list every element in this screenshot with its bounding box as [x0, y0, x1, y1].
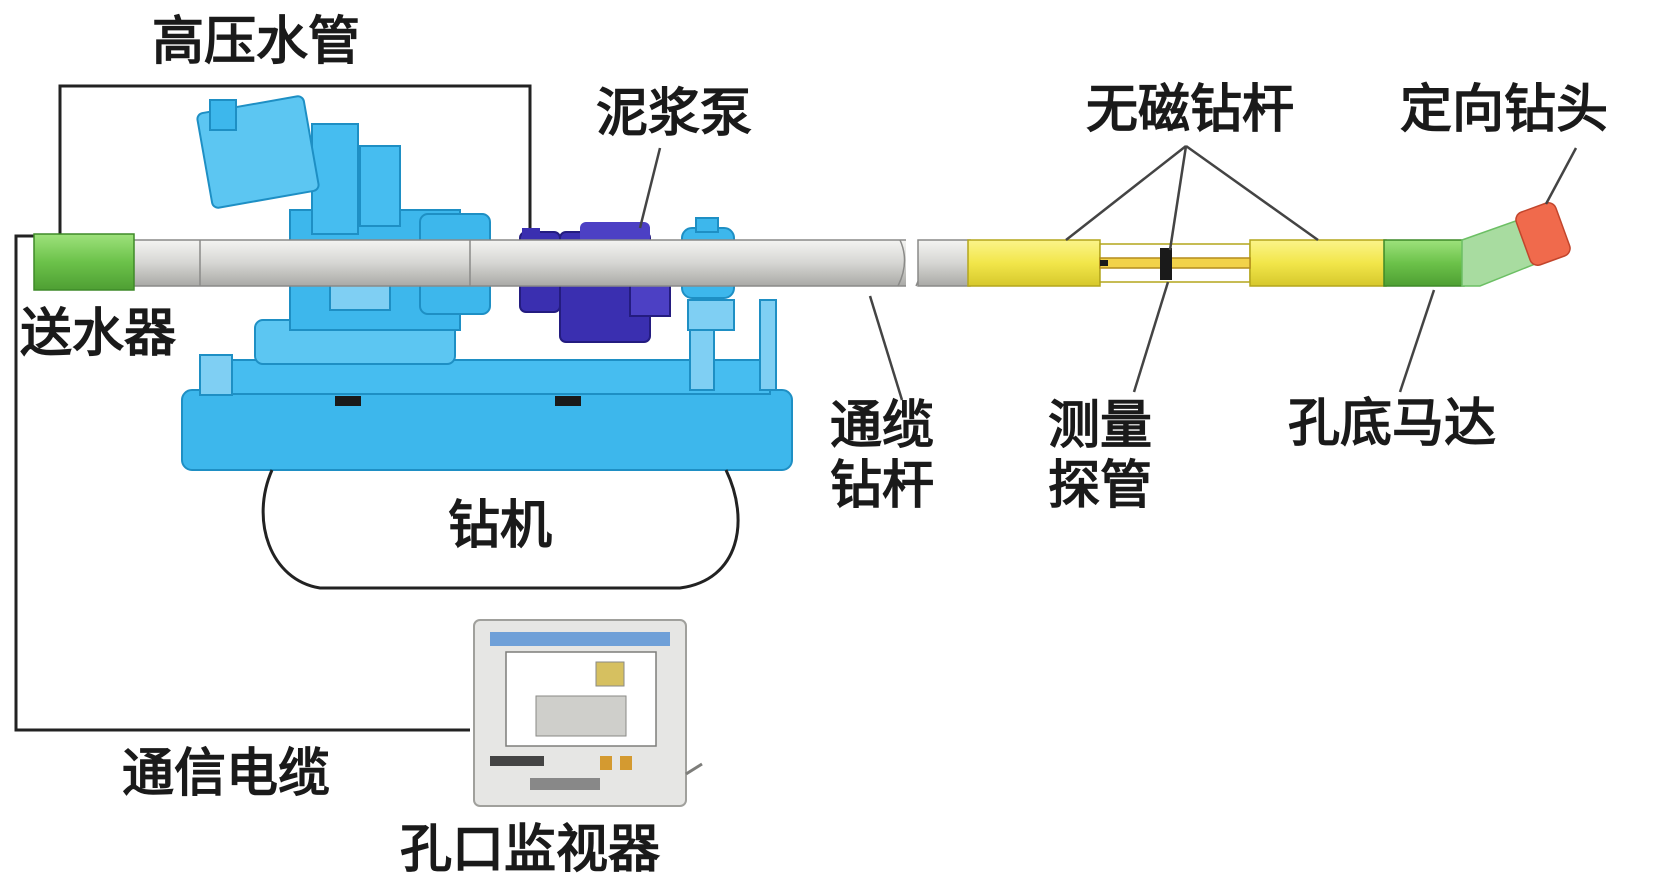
label-drill-rig: 钻机 — [448, 496, 553, 556]
label-nonmagnetic-drill-rod: 无磁钻杆 — [1086, 80, 1295, 140]
label-downhole-motor: 孔底马达 — [1288, 394, 1497, 454]
label-directional-bit: 定向钻头 — [1400, 80, 1609, 140]
label-measuring-probe: 测量 探管 — [1048, 396, 1178, 516]
label-surface-monitor: 孔口监视器 — [400, 820, 661, 880]
label-measuring-probe-line1: 测量 — [1048, 396, 1153, 456]
water-feeder — [33, 233, 135, 291]
label-cable-drill-rod-line2: 钻杆 — [830, 456, 935, 516]
label-cable-drill-rod: 通缆 钻杆 — [830, 396, 960, 516]
drill-string — [129, 236, 971, 290]
label-communication-cable: 通信电缆 — [122, 744, 331, 804]
downhole-motor — [1383, 239, 1465, 287]
communication-cable-line — [14, 234, 470, 732]
measuring-probe — [1099, 248, 1251, 280]
directional-bit — [1515, 202, 1571, 266]
high-pressure-hose-line — [58, 84, 532, 236]
label-water-feeder: 送水器 — [20, 304, 177, 364]
leader-lines — [638, 144, 1578, 401]
label-mud-pump: 泥浆泵 — [596, 84, 753, 144]
label-cable-drill-rod-line1: 通缆 — [830, 396, 935, 456]
surface-monitor — [473, 619, 703, 807]
label-high-pressure-hose: 高压水管 — [152, 12, 361, 72]
label-measuring-probe-line2: 探管 — [1048, 456, 1153, 516]
